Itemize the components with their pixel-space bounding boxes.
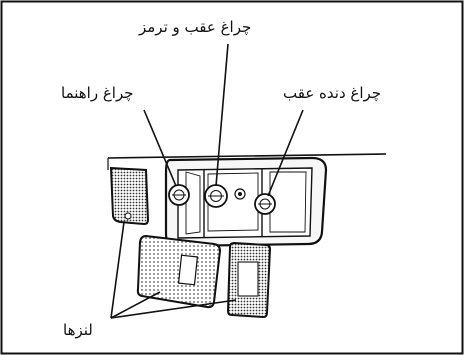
- brake-tail-bulb-label: چراغ عقب و ترمز: [139, 18, 251, 36]
- lenses-label: لنزها: [63, 321, 93, 339]
- brake-tail-bulb: [205, 185, 227, 207]
- reverse-bulb: [255, 194, 275, 214]
- turn-signal-bulb-label: چراغ راهنما: [61, 84, 134, 102]
- leader-turn: [144, 110, 176, 186]
- reverse-lens: [228, 243, 270, 317]
- leader-lens-1: [111, 222, 124, 318]
- reverse-bulb-label: چراغ دنده عقب: [283, 84, 381, 102]
- turn-signal-bulb: [169, 185, 189, 205]
- lamp-housing: [166, 158, 326, 246]
- leader-lens-3: [111, 300, 236, 318]
- side-lens: [111, 168, 148, 224]
- car-body-edge: [108, 154, 386, 158]
